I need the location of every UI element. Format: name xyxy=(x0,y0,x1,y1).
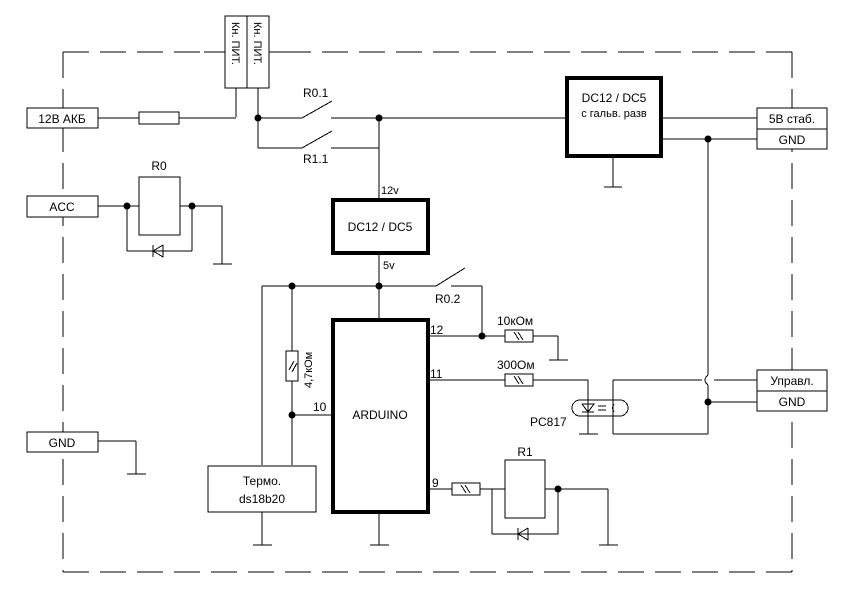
terminal-battery-label: 12В АКБ xyxy=(38,112,86,126)
resistor-10k xyxy=(504,329,534,343)
converter-main-label: DC12 / DC5 xyxy=(348,220,413,234)
relay-r1: R1 xyxy=(491,445,618,546)
resistor-4k7-label: 4,7кОм xyxy=(303,352,315,388)
thermo-sensor: Термо. ds18b20 xyxy=(207,465,317,546)
relay-r0: R0 xyxy=(123,159,232,265)
resistor-300 xyxy=(504,373,534,387)
terminal-acc-label: ACC xyxy=(49,200,75,214)
arduino: ARDUINO xyxy=(331,318,430,546)
resistor-10k-label: 10кОм xyxy=(497,314,533,328)
converter-main: 12v DC12 / DC5 5v xyxy=(331,185,430,318)
optocoupler: PC817 xyxy=(530,379,708,435)
contact-r0-1-label: R0.1 xyxy=(303,86,329,100)
terminal-control-gnd-label: GND xyxy=(779,395,806,409)
optocoupler-label: PC817 xyxy=(530,415,567,429)
power-button-2-label: Кн. ПИТ. xyxy=(251,22,263,65)
pin-9-circuit: 9 xyxy=(430,476,505,496)
terminal-5v-output: 5В стаб. GND xyxy=(756,107,828,150)
thermo-sensor-line1: Термо. xyxy=(243,474,281,488)
terminal-control: Управл. GND xyxy=(756,369,828,412)
converter-isolated-line2: с гальв. разв xyxy=(581,108,647,120)
power-button-block[interactable]: Кн. ПИТ. Кн. ПИТ. xyxy=(204,15,288,148)
terminal-battery: 12В АКБ xyxy=(26,107,236,129)
contact-r1-1-label: R1.1 xyxy=(303,152,329,166)
terminal-5v-gnd-label: GND xyxy=(779,133,806,147)
terminal-gnd-left-label: GND xyxy=(49,436,76,450)
arduino-label: ARDUINO xyxy=(352,408,407,422)
pin-12-label: 12 xyxy=(430,323,444,337)
terminal-control-label: Управл. xyxy=(770,374,813,388)
resistor-300-label: 300Ом xyxy=(497,358,535,372)
contact-r0-2-label: R0.2 xyxy=(435,292,461,306)
terminal-5v-label: 5В стаб. xyxy=(769,112,815,126)
power-button-1-label: Кн. ПИТ. xyxy=(229,22,241,65)
terminal-acc: ACC xyxy=(26,195,139,218)
pin-11-circuit: 11 300Ом xyxy=(430,358,598,435)
pin-11-label: 11 xyxy=(430,367,443,381)
terminal-gnd-left: GND xyxy=(26,431,146,475)
diode-icon xyxy=(152,244,164,258)
diode-icon xyxy=(517,527,529,541)
converter-isolated: DC12 / DC5 с гальв. разв xyxy=(565,76,757,188)
ground-bus xyxy=(704,139,757,434)
converter-main-output-label: 5v xyxy=(383,260,395,272)
resistor-4k7: 4,7кОм 10 xyxy=(285,286,333,465)
converter-isolated-line1: DC12 / DC5 xyxy=(582,91,647,105)
fuse xyxy=(138,111,180,125)
relay-r0-label: R0 xyxy=(151,159,167,173)
pin-10-label: 10 xyxy=(313,400,327,414)
thermo-sensor-line2: ds18b20 xyxy=(239,492,285,506)
pin-12-circuit: 12 10кОм xyxy=(430,314,568,361)
enclosure-border xyxy=(62,51,800,573)
rail-5v: R0.2 xyxy=(261,267,483,465)
converter-main-input-label: 12v xyxy=(381,185,399,197)
relay-contacts-r0-1-r1-1: R0.1 R1.1 xyxy=(254,86,566,199)
relay-r1-label: R1 xyxy=(517,445,533,459)
pin-9-label: 9 xyxy=(432,476,439,490)
